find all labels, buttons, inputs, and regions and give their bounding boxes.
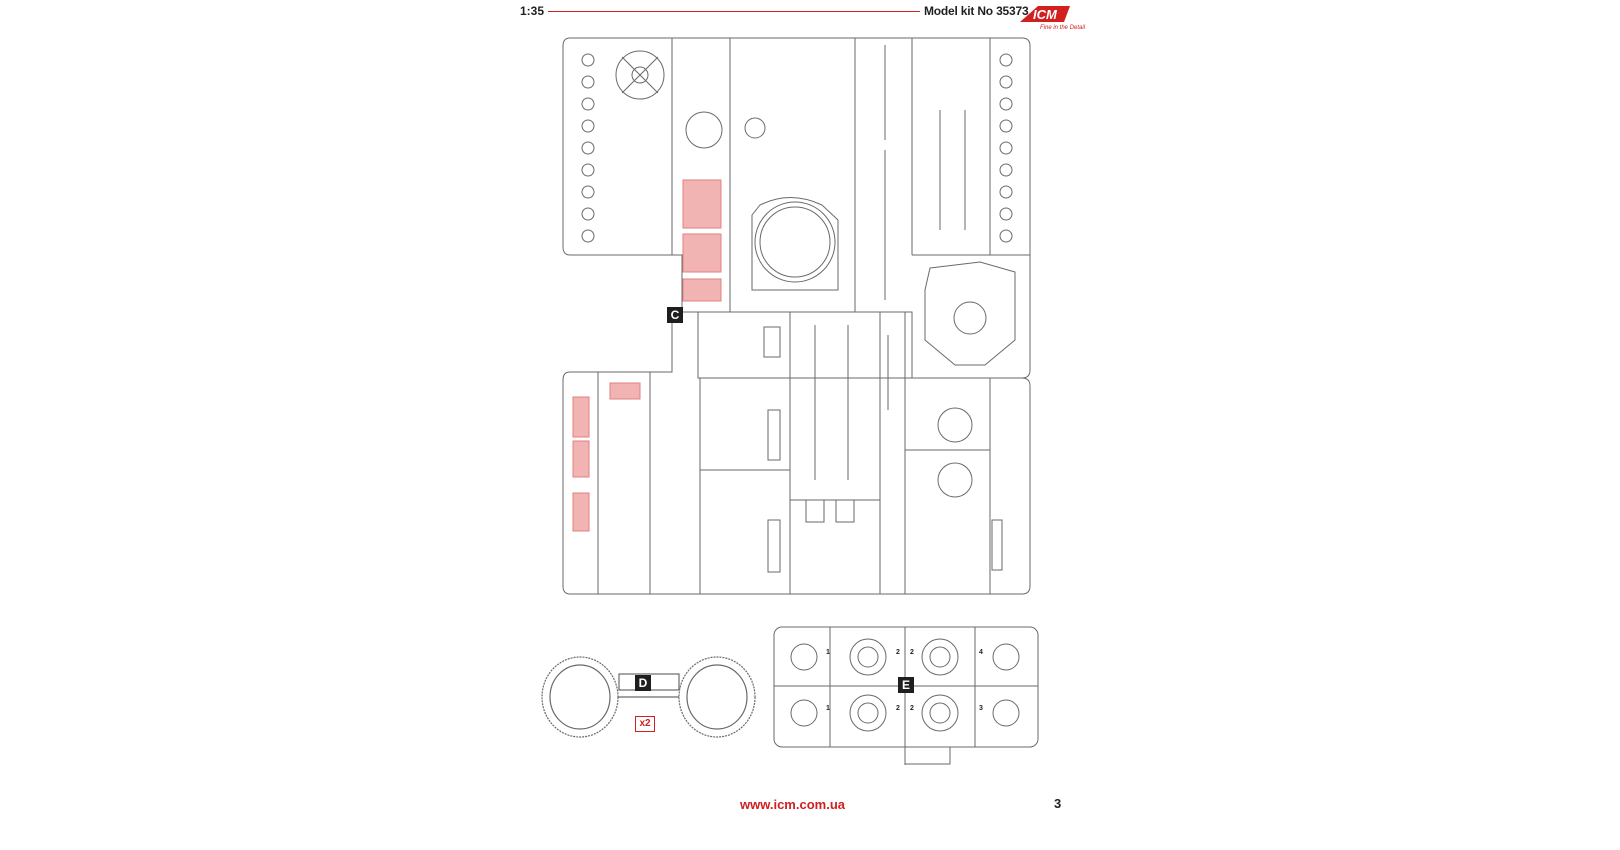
icm-logo: ICM — [1020, 6, 1070, 22]
header-rule — [548, 11, 920, 12]
footer-url[interactable]: www.icm.com.ua — [740, 797, 845, 812]
scale-label: 1:35 — [520, 4, 545, 18]
e-part-2b: 2 — [910, 649, 914, 656]
e-part-3: 3 — [979, 705, 983, 712]
brand-tagline: Fine in the Detail — [1040, 25, 1086, 31]
e-part-2c: 2 — [896, 705, 900, 712]
e-part-1a: 1 — [826, 649, 830, 656]
e-part-2a: 2 — [896, 649, 900, 656]
e-part-1b: 1 — [826, 705, 830, 712]
sprue-e-label: E — [898, 677, 914, 693]
sprue-c-label: C — [667, 307, 683, 323]
e-part-4: 4 — [979, 649, 983, 656]
sprue-d-label: D — [635, 675, 651, 691]
page-number: 3 — [1054, 796, 1062, 811]
sprue-d-quantity: x2 — [635, 716, 655, 732]
kit-number: Model kit No 35373 — [924, 4, 1029, 18]
e-part-2d: 2 — [910, 705, 914, 712]
svg-text:ICM: ICM — [1033, 7, 1058, 22]
